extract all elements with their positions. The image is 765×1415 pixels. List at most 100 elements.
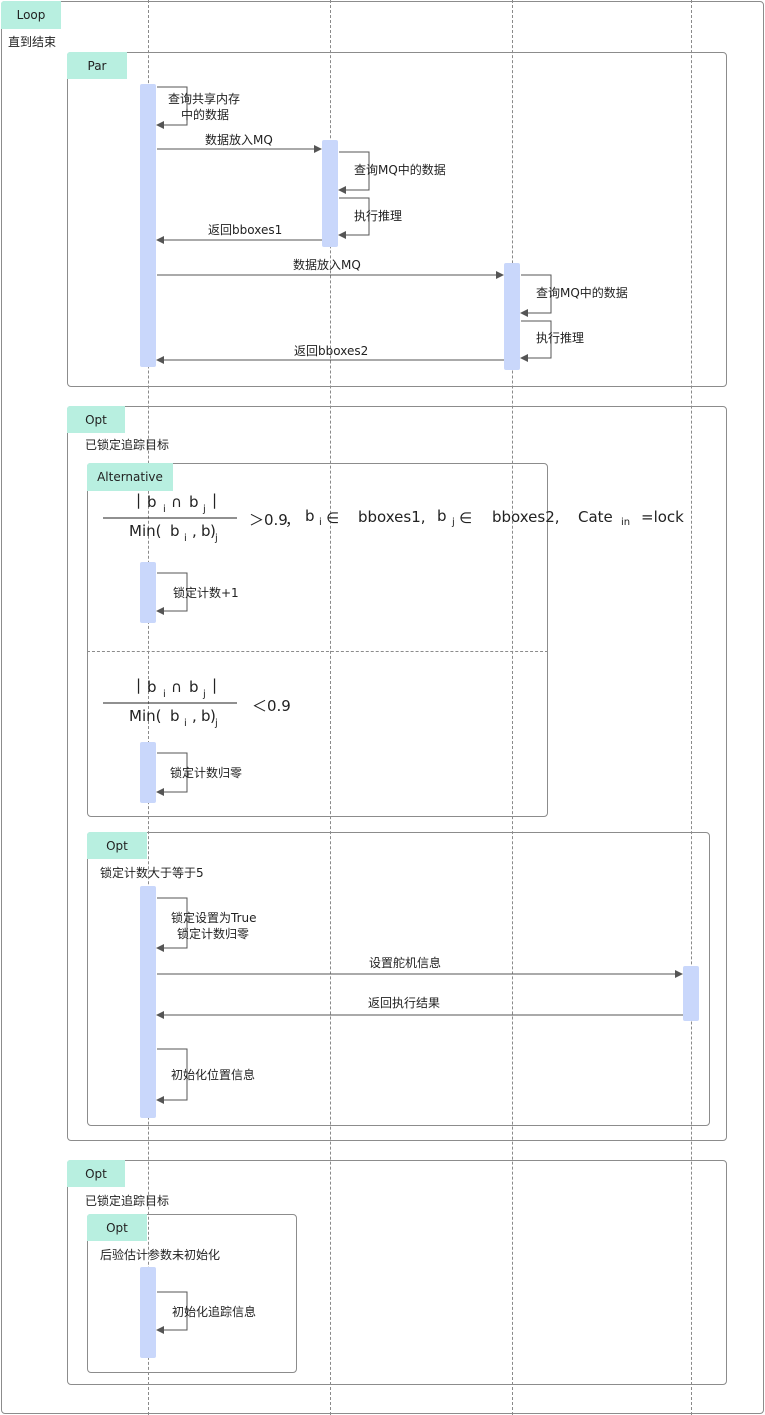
opt2-inner-condition: 后验估计参数未初始化 (100, 1248, 221, 1262)
activation-main-alt2 (140, 742, 156, 803)
label-lock-count-reset: 锁定计数归零 (170, 766, 243, 780)
opt1-condition: 已锁定追踪目标 (85, 438, 170, 452)
f1-bar-left: | (136, 491, 142, 509)
self-arrow-query-memory (156, 86, 188, 129)
opt1-frame (67, 406, 727, 1141)
par-tag: Par (67, 52, 127, 79)
f1-bi-sub: i (319, 517, 322, 528)
self-arrow-init-tracking (156, 1291, 188, 1334)
f1-num-i: i (163, 504, 166, 515)
opt2-inner-frame (87, 1214, 297, 1373)
activation-main-par (140, 84, 156, 367)
f2-bar-left: | (136, 676, 142, 694)
label-mq1-query: 查询MQ中的数据 (354, 163, 446, 177)
label-to-mq2: 数据放入MQ (293, 258, 361, 272)
f1-den-b2: b (201, 522, 211, 540)
label-mq2-infer: 执行推理 (536, 331, 585, 345)
label-mq1-infer: 执行推理 (354, 209, 403, 223)
alt-divider (87, 651, 548, 652)
f1-in1: ∈ (326, 509, 340, 527)
activation-main-alt1 (140, 562, 156, 623)
self-arrow-mq2-query (520, 274, 552, 317)
f1-gt: ＞0.9 (249, 511, 288, 529)
f1-bar-right: | (212, 491, 218, 509)
activation-servo (683, 966, 699, 1021)
f1-set2: bboxes2, (492, 508, 560, 526)
opt1-inner-condition: 锁定计数大于等于5 (100, 866, 204, 880)
f1-set1: bboxes1, (358, 508, 426, 526)
label-init-position: 初始化位置信息 (171, 1068, 256, 1082)
f1-den-min: Min( (129, 522, 162, 540)
f2-lt: ＜0.9 (252, 697, 291, 715)
label-query-memory-2: 中的数据 (181, 108, 230, 122)
label-lock-reset: 锁定计数归零 (177, 927, 250, 941)
self-arrow-lock-count-reset (156, 752, 188, 796)
par-frame (67, 52, 727, 387)
opt1-inner-tag: Opt (87, 832, 147, 859)
opt2-frame (67, 1160, 727, 1385)
alt-tag: Alternative (87, 463, 173, 491)
activation-mq1 (322, 140, 338, 247)
f1-den-i: i (184, 533, 187, 544)
f2-den-paren: ) (210, 707, 216, 725)
f2-den-j: j (215, 718, 218, 729)
f1-cate-sub: in (621, 517, 631, 528)
self-arrow-mq2-infer (520, 320, 552, 362)
self-arrow-lock-true (156, 897, 188, 952)
self-arrow-mq1-infer (338, 197, 370, 239)
lifeline-mq1 (330, 0, 331, 1415)
f2-num-j: j (203, 689, 206, 700)
f1-den-paren: ) (210, 522, 216, 540)
self-arrow-lock-count-plus (156, 572, 188, 615)
f1-num-b1: b (147, 493, 157, 511)
activation-main-opt (140, 886, 156, 1118)
label-return-bboxes2: 返回bboxes2 (294, 344, 369, 358)
opt2-condition: 已锁定追踪目标 (85, 1194, 170, 1208)
f2-num-i: i (163, 689, 166, 700)
f1-bj: b (437, 507, 447, 525)
label-init-tracking: 初始化追踪信息 (172, 1305, 257, 1319)
opt1-tag: Opt (67, 406, 125, 433)
opt2-tag: Opt (67, 1160, 125, 1187)
lifeline-main (148, 0, 149, 1415)
lifeline-servo (691, 0, 692, 1415)
loop-tag: Loop (1, 1, 61, 29)
label-to-mq1: 数据放入MQ (205, 133, 273, 147)
f1-eq: =lock (641, 508, 684, 526)
label-mq2-query: 查询MQ中的数据 (536, 286, 628, 300)
f1-den-comma: , (192, 522, 197, 540)
f2-num-b2: b (189, 678, 199, 696)
f1-bi: b (305, 507, 315, 525)
f2-den-i: i (184, 718, 187, 729)
f2-den-b1: b (170, 707, 180, 725)
label-query-memory-1: 查询共享内存 (168, 92, 241, 106)
f1-num-j: j (203, 504, 206, 515)
opt2-inner-tag: Opt (87, 1214, 147, 1241)
f2-num-cap: ∩ (171, 678, 182, 696)
lifeline-mq2 (512, 0, 513, 1415)
f2-num-b1: b (147, 678, 157, 696)
label-lock-true: 锁定设置为True (171, 911, 257, 925)
self-arrow-mq1-query (338, 151, 370, 194)
alt-frame (87, 463, 548, 817)
activation-main-opt2 (140, 1267, 156, 1358)
label-return-servo: 返回执行结果 (368, 996, 441, 1010)
f2-den-min: Min( (129, 707, 162, 725)
f1-comma: ， (285, 511, 301, 529)
f1-num-cap: ∩ (171, 493, 182, 511)
f1-bj-sub: j (452, 517, 455, 528)
f2-den-comma: , (192, 707, 197, 725)
f2-bar-right: | (212, 676, 218, 694)
label-to-servo: 设置舵机信息 (369, 956, 442, 970)
label-return-bboxes1: 返回bboxes1 (208, 223, 283, 237)
f1-num-b2: b (189, 493, 199, 511)
f1-den-b1: b (170, 522, 180, 540)
label-lock-count-plus: 锁定计数+1 (173, 586, 239, 600)
self-arrow-init-position (156, 1048, 188, 1104)
activation-mq2 (504, 263, 520, 370)
f1-in2: ∈ (459, 509, 473, 527)
opt1-inner-frame (87, 832, 710, 1126)
f1-den-j: j (215, 533, 218, 544)
